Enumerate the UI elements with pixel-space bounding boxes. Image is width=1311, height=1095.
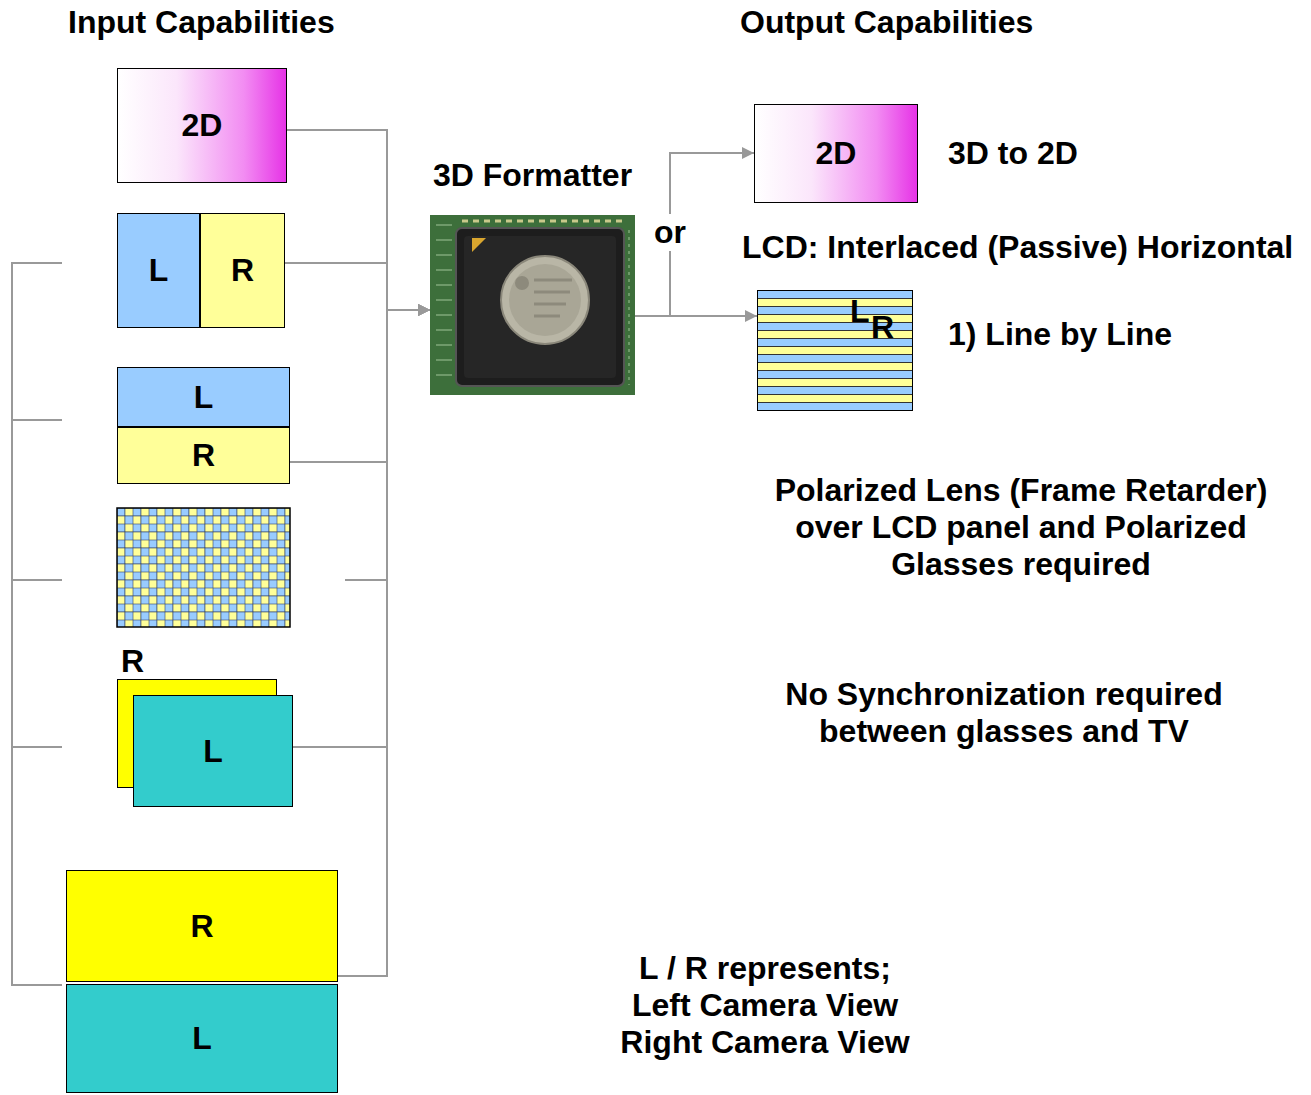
- format-2d-box: 2D: [117, 68, 287, 183]
- flow-connector: [635, 153, 754, 316]
- box-heading: R: [121, 643, 144, 680]
- flow-connector: [285, 263, 430, 310]
- flow-connector: [635, 315, 757, 317]
- box-label: L: [192, 1020, 212, 1057]
- left-frame-box: L: [133, 695, 293, 807]
- left-bracket: [12, 263, 62, 985]
- flow-connector: [293, 310, 430, 747]
- branch-word: or: [652, 214, 688, 251]
- right-view-box: R: [200, 213, 285, 328]
- formatter-chip: 3D Formatter: [430, 215, 635, 395]
- box-heading: R: [871, 309, 894, 346]
- box-heading: L: [850, 293, 870, 330]
- box-label: 2D: [182, 107, 223, 144]
- box-label: 2D: [816, 135, 857, 172]
- right-view-box: R: [117, 427, 290, 484]
- flow-connector: [338, 310, 430, 976]
- note-text: No Synchronization required between glas…: [769, 676, 1239, 750]
- section-heading: Output Capabilities: [740, 4, 1033, 41]
- flow-connector: [290, 310, 430, 462]
- output-caption: 3D to 2D: [948, 135, 1078, 172]
- left-view-box: L: [117, 367, 290, 427]
- box-heading: 3D Formatter: [433, 157, 632, 194]
- box-label: R: [231, 252, 254, 289]
- chip-photo: [430, 215, 635, 395]
- output-heading: LCD: Interlaced (Passive) Horizontal: [742, 229, 1293, 266]
- output-2d-box: 2D: [754, 104, 918, 203]
- line-by-line-box: LR: [757, 290, 913, 411]
- note-text: Polarized Lens (Frame Retarder) over LCD…: [761, 472, 1281, 583]
- box-label: L: [194, 379, 214, 416]
- bracket-tick: [345, 579, 387, 581]
- legend-note: L / R represents; Left Camera View Right…: [615, 950, 915, 1061]
- left-view-box: L: [117, 213, 200, 328]
- flow-connector: [287, 130, 430, 310]
- output-caption: 1) Line by Line: [948, 316, 1172, 353]
- checkerboard-format: [117, 508, 290, 627]
- section-heading: Input Capabilities: [68, 4, 335, 41]
- box-label: R: [190, 908, 213, 945]
- box-label: L: [149, 252, 169, 289]
- left-view-box: L: [66, 984, 338, 1093]
- box-label: L: [203, 733, 223, 770]
- right-view-box: R: [66, 870, 338, 982]
- box-label: R: [192, 437, 215, 474]
